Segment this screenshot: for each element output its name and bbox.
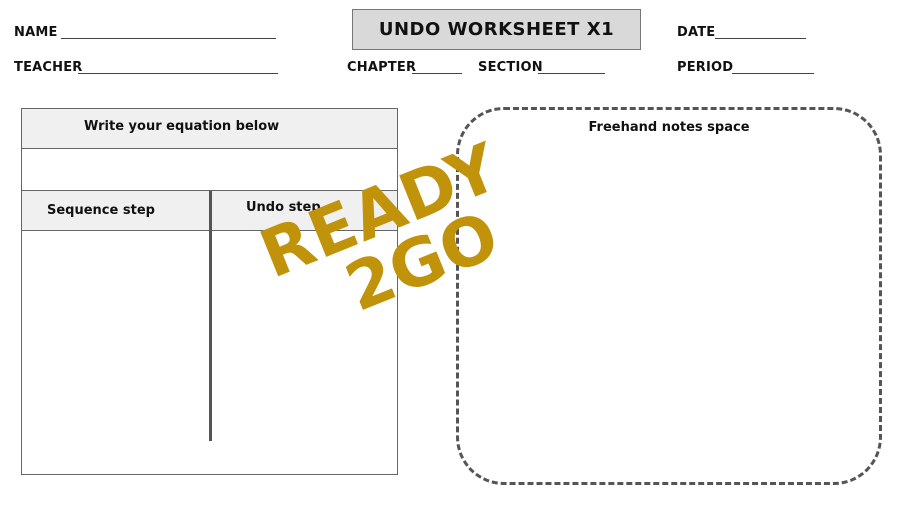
sequence-step-header: Sequence step xyxy=(22,191,210,231)
name-field[interactable] xyxy=(61,38,276,39)
undo-step-area[interactable] xyxy=(212,231,397,474)
name-label: NAME xyxy=(14,25,58,40)
period-label: PERIOD xyxy=(677,60,734,75)
date-field[interactable] xyxy=(715,38,806,39)
period-field[interactable] xyxy=(732,73,814,74)
chapter-label: CHAPTER xyxy=(347,60,417,75)
equation-table: Write your equation below Sequence step … xyxy=(21,108,398,475)
freehand-notes-box[interactable]: Freehand notes space xyxy=(456,107,882,485)
teacher-label: TEACHER xyxy=(14,60,83,75)
equation-input-area[interactable] xyxy=(22,149,397,191)
sequence-step-area[interactable] xyxy=(22,231,209,474)
date-label: DATE xyxy=(677,25,716,40)
undo-step-header: Undo step xyxy=(210,191,397,231)
section-field[interactable] xyxy=(538,73,605,74)
undo-step-header-text: Undo step xyxy=(246,200,321,215)
equation-header-text: Write your equation below xyxy=(84,119,280,134)
worksheet-title-text: UNDO WORKSHEET X1 xyxy=(378,19,615,40)
worksheet-title: UNDO WORKSHEET X1 xyxy=(352,9,641,50)
chapter-field[interactable] xyxy=(412,73,462,74)
equation-header: Write your equation below xyxy=(22,109,397,149)
column-divider xyxy=(209,191,212,441)
teacher-field[interactable] xyxy=(78,73,278,74)
sequence-step-header-text: Sequence step xyxy=(47,203,155,218)
section-label: SECTION xyxy=(478,60,543,75)
freehand-notes-label: Freehand notes space xyxy=(588,120,750,135)
